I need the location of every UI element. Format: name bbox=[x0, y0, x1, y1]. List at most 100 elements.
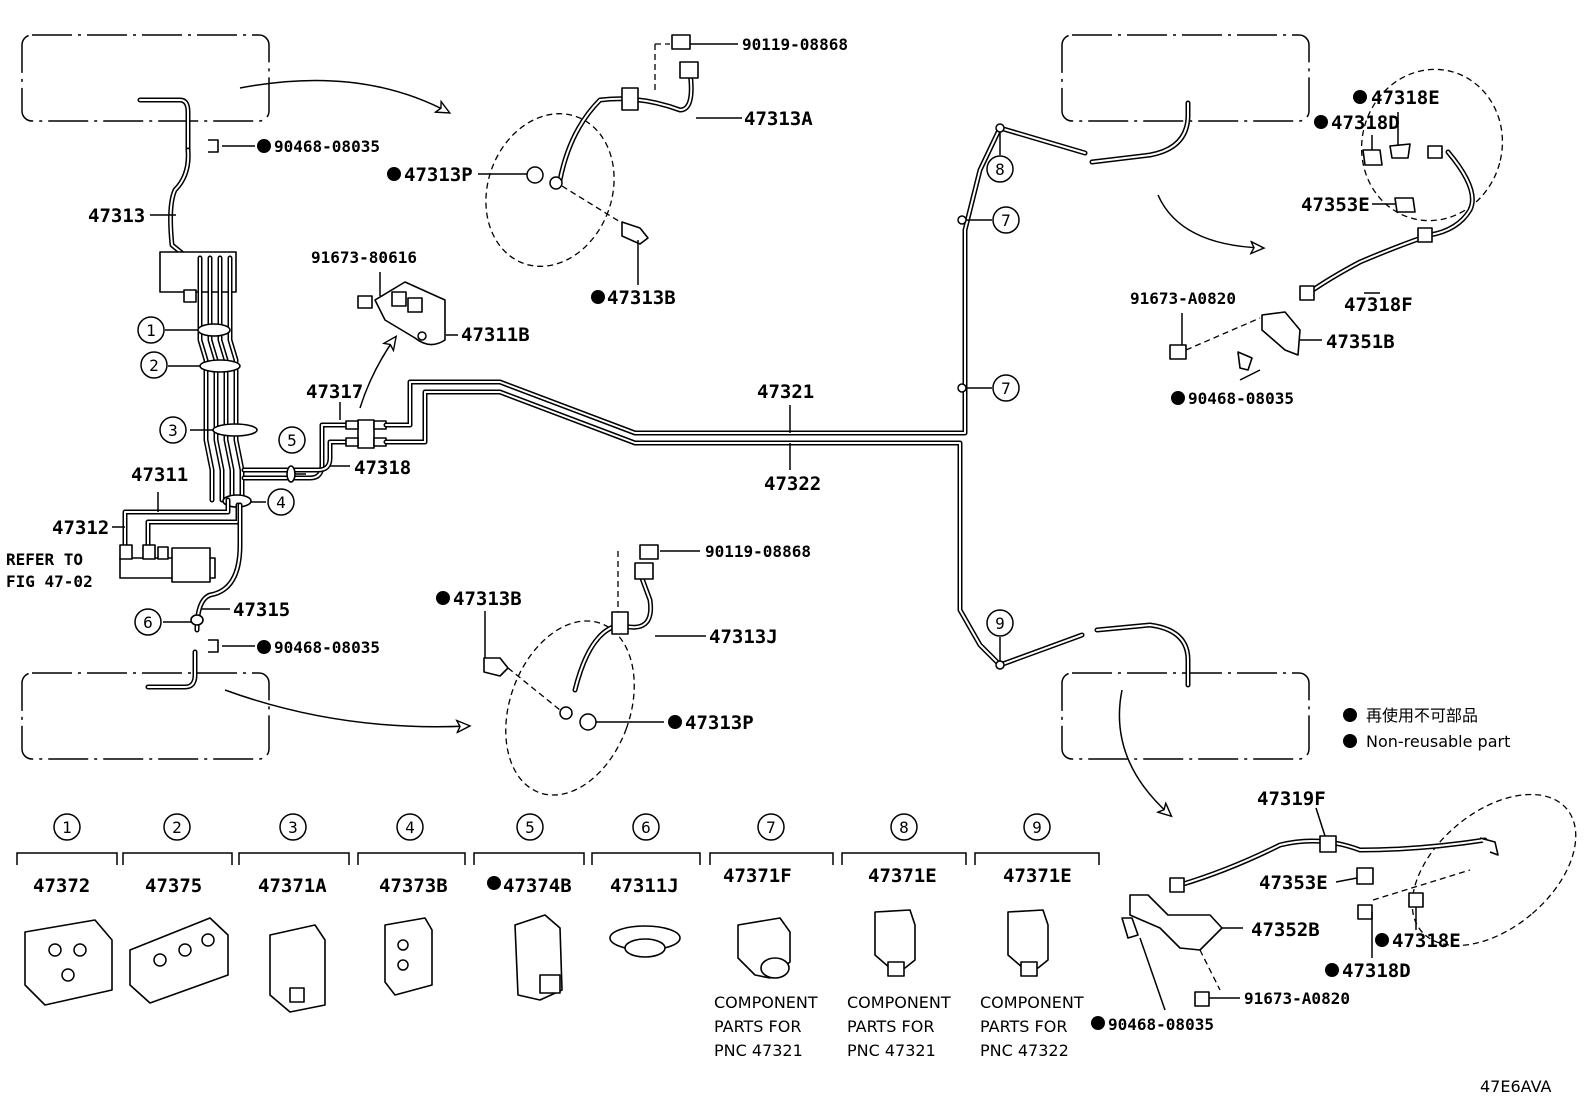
svg-text:PNC 47322: PNC 47322 bbox=[980, 1041, 1069, 1060]
svg-text:47371E: 47371E bbox=[868, 865, 937, 887]
label-47313A: 47313A bbox=[744, 108, 813, 130]
pipe-47315 bbox=[194, 502, 243, 633]
label-47313B-top: 47313B bbox=[607, 287, 676, 309]
grommet-6 bbox=[190, 614, 204, 626]
svg-text:3: 3 bbox=[168, 421, 178, 440]
callout-7b: 7 bbox=[992, 374, 1020, 402]
component-5: 5 47374B bbox=[473, 813, 585, 1001]
component-4: 4 47373B bbox=[357, 813, 466, 996]
label-47352B: 47352B bbox=[1251, 919, 1320, 941]
clamp-1 bbox=[197, 323, 231, 337]
label-47311B: 47311B bbox=[461, 324, 530, 346]
component-9: 9 47371E COMPONENT PARTS FOR PNC 47322 bbox=[974, 813, 1100, 1060]
label-47351B: 47351B bbox=[1326, 331, 1395, 353]
label-47313B-mid: 47313B bbox=[453, 588, 522, 610]
clamp-8-mark bbox=[995, 123, 1005, 133]
clamp-47375-shape bbox=[129, 917, 229, 1004]
label-47313P-mid: 47313P bbox=[685, 712, 754, 734]
callout-8: 8 bbox=[986, 155, 1014, 183]
svg-text:8: 8 bbox=[899, 818, 909, 837]
pipe-47321 bbox=[383, 125, 1088, 436]
clamp-47371A-shape bbox=[269, 924, 326, 1013]
label-47315: 47315 bbox=[233, 599, 290, 621]
label-47312: 47312 bbox=[52, 517, 109, 539]
svg-text:6: 6 bbox=[143, 613, 153, 632]
svg-text:9: 9 bbox=[1032, 818, 1042, 837]
label-47318D-top: 47318D bbox=[1331, 112, 1400, 134]
label-90468-08035-right: 90468-08035 bbox=[1188, 389, 1294, 408]
callout-5: 5 bbox=[278, 426, 306, 454]
pipe-47313 bbox=[168, 147, 191, 261]
label-91673-A0820-bot: 91673-A0820 bbox=[1244, 989, 1350, 1008]
front-left-wheel-box bbox=[21, 34, 270, 122]
callout-3: 3 bbox=[159, 416, 187, 444]
label-91673-A0820-top: 91673-A0820 bbox=[1130, 289, 1236, 308]
union-bolt-mid bbox=[483, 657, 597, 731]
label-91673-80616: 91673-80616 bbox=[311, 248, 417, 267]
flex-hose-47313A bbox=[557, 34, 699, 183]
svg-text:47375: 47375 bbox=[145, 875, 202, 897]
clamp-47372-shape bbox=[24, 919, 113, 1006]
svg-text:1: 1 bbox=[146, 321, 156, 340]
label-47318E-bot: 47318E bbox=[1392, 930, 1461, 952]
bracket-47311B bbox=[357, 281, 446, 346]
svg-text:4: 4 bbox=[276, 493, 286, 512]
arrow-front-right bbox=[1157, 194, 1262, 248]
detail-ellipse-front-left bbox=[485, 113, 615, 267]
svg-text:5: 5 bbox=[525, 818, 535, 837]
callout-6: 6 bbox=[134, 608, 162, 636]
caliper-bracket-47351B bbox=[1169, 143, 1416, 371]
non-reusable-dots bbox=[257, 90, 1389, 1030]
label-47313P-top: 47313P bbox=[404, 164, 473, 186]
detail-ellipse-front-right bbox=[1360, 68, 1504, 222]
component-2: 2 47375 bbox=[122, 813, 233, 1004]
svg-text:6: 6 bbox=[641, 818, 651, 837]
clip-left-top bbox=[208, 139, 255, 153]
svg-text:PARTS FOR: PARTS FOR bbox=[847, 1017, 934, 1036]
label-47313J: 47313J bbox=[709, 626, 778, 648]
svg-text:2: 2 bbox=[149, 356, 159, 375]
front-right-wheel-box bbox=[1061, 34, 1310, 122]
label-47313: 47313 bbox=[88, 205, 145, 227]
leader-lines bbox=[112, 43, 1417, 1011]
pipe-bundle bbox=[197, 255, 245, 503]
rear-left-wheel-box bbox=[21, 672, 270, 760]
clamp-47371E-shape-a bbox=[874, 909, 916, 969]
rear-right-wheel-box bbox=[1061, 672, 1310, 760]
label-47321: 47321 bbox=[757, 381, 814, 403]
svg-text:PARTS FOR: PARTS FOR bbox=[980, 1017, 1067, 1036]
clamp-47373B-shape bbox=[384, 917, 433, 996]
detail-ellipse-rear-left bbox=[505, 620, 635, 796]
clamp-3 bbox=[212, 423, 258, 437]
label-refer-line1: REFER TO bbox=[6, 550, 83, 569]
svg-text:7: 7 bbox=[766, 818, 776, 837]
callout-9: 9 bbox=[986, 609, 1014, 637]
label-47353E-top: 47353E bbox=[1301, 194, 1370, 216]
label-90119-08868-mid: 90119-08868 bbox=[705, 542, 811, 561]
flex-hose-47313J bbox=[572, 544, 659, 693]
svg-text:4: 4 bbox=[405, 818, 415, 837]
label-47353E-bot: 47353E bbox=[1259, 872, 1328, 894]
arrow-rear-right bbox=[1118, 689, 1170, 815]
left-bottom-pipe-stub bbox=[145, 649, 198, 690]
label-90468-08035-bot: 90468-08035 bbox=[1108, 1015, 1214, 1034]
svg-text:PNC 47321: PNC 47321 bbox=[847, 1041, 936, 1060]
svg-text:PNC 47321: PNC 47321 bbox=[714, 1041, 803, 1060]
right-top-pipe-stub bbox=[1089, 100, 1191, 165]
clamp-7-mark-a bbox=[957, 215, 967, 225]
svg-text:3: 3 bbox=[288, 818, 298, 837]
junction-47317 bbox=[345, 419, 387, 449]
clamp-5 bbox=[286, 465, 296, 483]
svg-text:COMPONENT: COMPONENT bbox=[847, 993, 951, 1012]
svg-text:COMPONENT: COMPONENT bbox=[714, 993, 818, 1012]
flex-hose-47319F bbox=[1169, 835, 1499, 893]
legend-en: Non-reusable part bbox=[1366, 732, 1510, 751]
label-90119-08868-top: 90119-08868 bbox=[742, 35, 848, 54]
svg-text:2: 2 bbox=[172, 818, 182, 837]
svg-text:47371E: 47371E bbox=[1003, 865, 1072, 887]
svg-text:1: 1 bbox=[62, 818, 72, 837]
clamp-47371E-shape-b bbox=[1007, 909, 1049, 969]
label-47318E-top: 47318E bbox=[1371, 87, 1440, 109]
flex-hose-47318F bbox=[1299, 145, 1475, 301]
